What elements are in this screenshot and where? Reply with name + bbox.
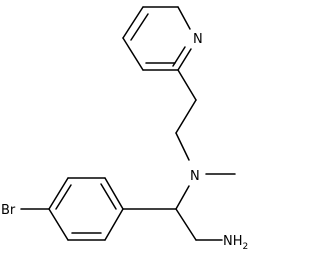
bond [177,6,191,30]
bond [177,69,197,101]
bond [100,183,117,210]
bond [172,46,186,67]
bond [175,208,197,241]
bond [48,208,69,241]
bond [177,48,192,71]
bond [175,185,190,210]
pyridine-ring [122,6,192,71]
pyridine-nitrogen-label: N [193,32,203,47]
bromophenyl-ring [48,177,124,241]
structure-svg: N N NH2 Br [1,6,248,252]
bond [175,99,197,134]
molecule-diagram: N N NH2 Br [1,6,248,252]
bond [55,184,72,210]
bond [104,177,124,210]
bond [175,132,190,161]
bond [104,208,124,241]
bond [122,37,144,71]
bond [130,13,149,41]
bromine-label: Br [1,203,16,218]
primary-amine-label: NH2 [223,234,248,252]
bond [48,177,69,210]
amine-nitrogen-label: N [190,169,200,184]
bond [122,6,144,39]
